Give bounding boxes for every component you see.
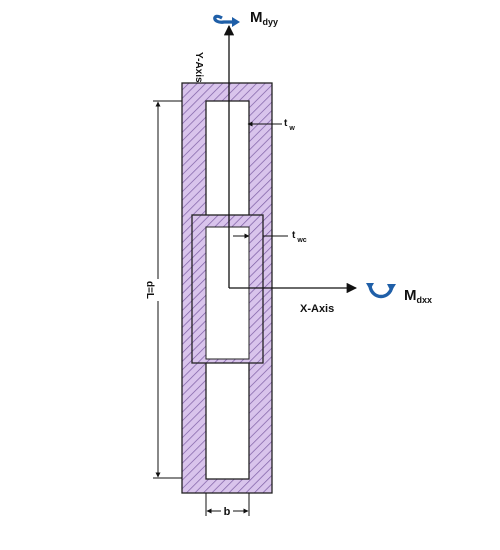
b-label: b (224, 506, 231, 518)
y-axis-label: Y-Axis (193, 52, 204, 83)
moment-dyy-label: Mdyy (250, 9, 278, 27)
x-axis-label: X-Axis (300, 303, 334, 315)
moment-dxx-label: Mdxx (404, 287, 432, 305)
curved-arrow-icon (366, 283, 396, 299)
core-inner-hollow (205, 226, 250, 360)
d-label: d=L (144, 281, 155, 299)
b-label-bg (221, 504, 233, 517)
curved-arrow-icon (213, 14, 240, 27)
d-label-bg (152, 279, 164, 301)
